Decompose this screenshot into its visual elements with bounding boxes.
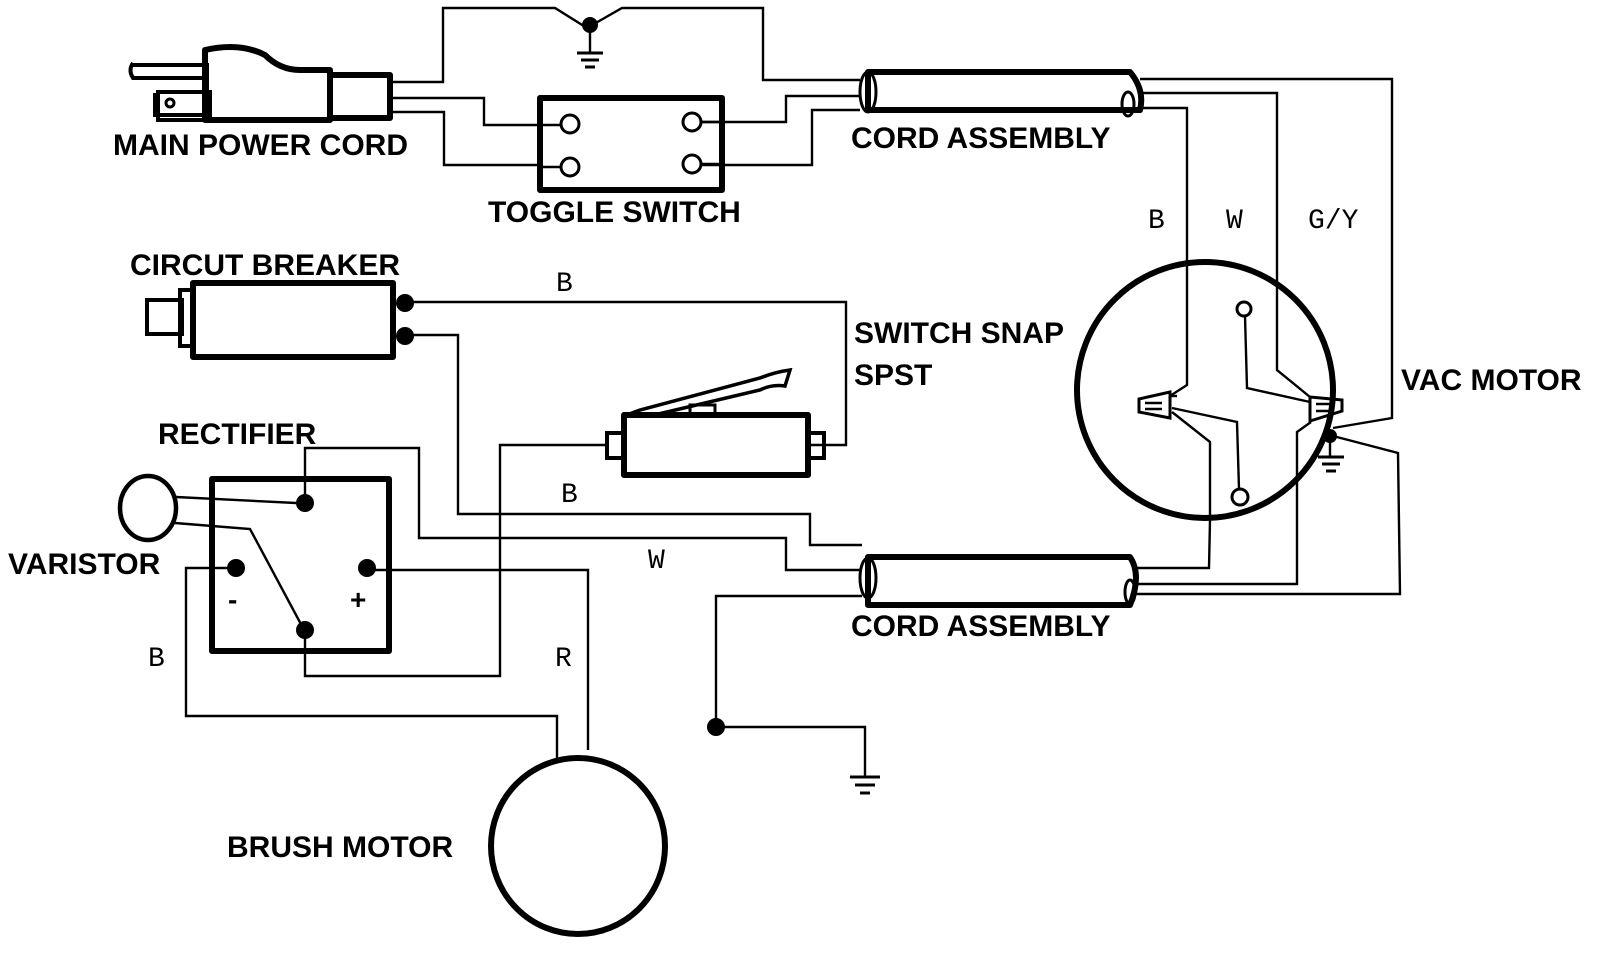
wire-label-breaker-cord: B <box>561 480 578 511</box>
wire-label-positive-red: R <box>555 644 572 675</box>
wire-label-rectifier-white: W <box>648 546 665 577</box>
label-varistor: VARISTOR <box>8 548 161 581</box>
label-cord-assembly-top: CORD ASSEMBLY <box>851 122 1110 155</box>
brush-motor <box>488 755 668 937</box>
wire-label-negative-black: B <box>148 644 165 675</box>
wire-label-vac-white: W <box>1226 206 1243 237</box>
breaker-wires <box>412 300 862 547</box>
wire-label-vac-ground: G/Y <box>1308 206 1359 237</box>
label-main-power-cord: MAIN POWER CORD <box>113 129 408 162</box>
label-rectifier: RECTIFIER <box>158 418 317 451</box>
label-toggle-switch: TOGGLE SWITCH <box>488 196 741 229</box>
switch-snap-spst <box>303 367 826 678</box>
polarity-negative: - <box>228 584 237 615</box>
cord-assembly-bottom <box>714 554 1139 727</box>
vac-motor-wires <box>1140 77 1394 430</box>
varistor <box>117 473 305 629</box>
label-switch-snap: SWITCH SNAP <box>854 317 1064 350</box>
circuit-breaker <box>145 280 414 360</box>
toggle-switch <box>537 95 725 193</box>
label-cord-assembly-bottom: CORD ASSEMBLY <box>851 610 1110 643</box>
wire-label-vac-black: B <box>1148 206 1165 237</box>
ground-symbol-bottom <box>707 718 880 795</box>
cord-assembly-top <box>858 69 1145 118</box>
polarity-positive: + <box>350 584 366 615</box>
main-power-cord-plug <box>128 43 393 123</box>
power-cord-wires <box>390 6 860 167</box>
label-brush-motor: BRUSH MOTOR <box>227 831 453 864</box>
label-circuit-breaker: CIRCUT BREAKER <box>130 249 400 282</box>
ground-symbol-top <box>577 17 603 69</box>
wire-label-breaker-snap: B <box>556 269 573 300</box>
label-vac-motor: VAC MOTOR <box>1401 364 1582 397</box>
rectifier <box>184 446 862 760</box>
label-switch-snap-spst: SPST <box>854 359 932 392</box>
vac-motor <box>1074 259 1402 596</box>
